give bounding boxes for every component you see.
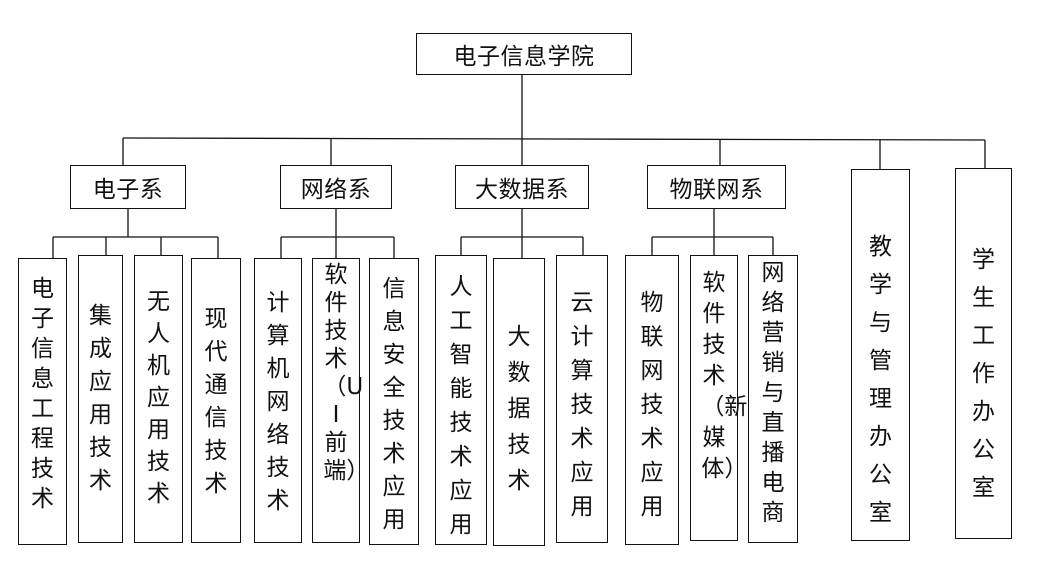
major-label: 电子信息工程技术 <box>30 276 54 512</box>
department-node: 电子系 <box>70 165 186 209</box>
major-node: 现代通信技术 <box>191 258 241 543</box>
major-node: 计算机网络技术 <box>254 258 302 543</box>
major-node: 物联网技术应用 <box>625 255 679 545</box>
department-node: 大数据系 <box>455 165 589 209</box>
major-label: 信息安全技术应用 <box>382 276 406 533</box>
root-label: 电子信息学院 <box>453 44 595 70</box>
major-label: 云计算技术应用 <box>570 290 594 520</box>
office-node: 学生工作办公室 <box>955 168 1012 539</box>
department-label: 电子系 <box>92 177 164 203</box>
major-node: 大数据技术 <box>493 258 545 546</box>
major-label: 软件技术（UI前端） <box>323 262 370 484</box>
major-node: 软件技术（UI前端） <box>312 258 370 543</box>
department-label: 网络系 <box>300 177 372 203</box>
major-label: 大数据技术 <box>507 324 531 494</box>
major-label: 网络营销与直播电商 <box>761 260 785 526</box>
major-node: 集成应用技术 <box>78 255 123 543</box>
major-label: 集成应用技术 <box>88 303 112 494</box>
major-label: 无人机应用技术 <box>146 289 170 507</box>
major-label: 现代通信技术 <box>204 306 228 497</box>
department-label: 大数据系 <box>475 177 569 203</box>
department-node: 物联网系 <box>647 165 786 209</box>
major-label: 物联网技术应用 <box>640 290 664 520</box>
major-label: 计算机网络技术 <box>266 290 290 514</box>
department-node: 网络系 <box>280 165 392 209</box>
office-label: 教学与管理办公室 <box>868 234 892 526</box>
major-node: 软件技术（新媒体） <box>690 255 748 541</box>
major-node: 信息安全技术应用 <box>369 258 419 545</box>
major-node: 云计算技术应用 <box>556 255 608 543</box>
office-node: 教学与管理办公室 <box>851 169 910 541</box>
major-node: 电子信息工程技术 <box>18 258 67 545</box>
office-label: 学生工作办公室 <box>971 247 995 501</box>
root-node: 电子信息学院 <box>416 33 632 75</box>
major-node: 网络营销与直播电商 <box>748 255 798 543</box>
major-label: 人工智能技术应用 <box>449 274 473 538</box>
major-node: 人工智能技术应用 <box>435 255 487 545</box>
major-node: 无人机应用技术 <box>134 255 183 543</box>
department-label: 物联网系 <box>669 177 764 203</box>
major-label: 软件技术（新媒体） <box>701 270 748 482</box>
